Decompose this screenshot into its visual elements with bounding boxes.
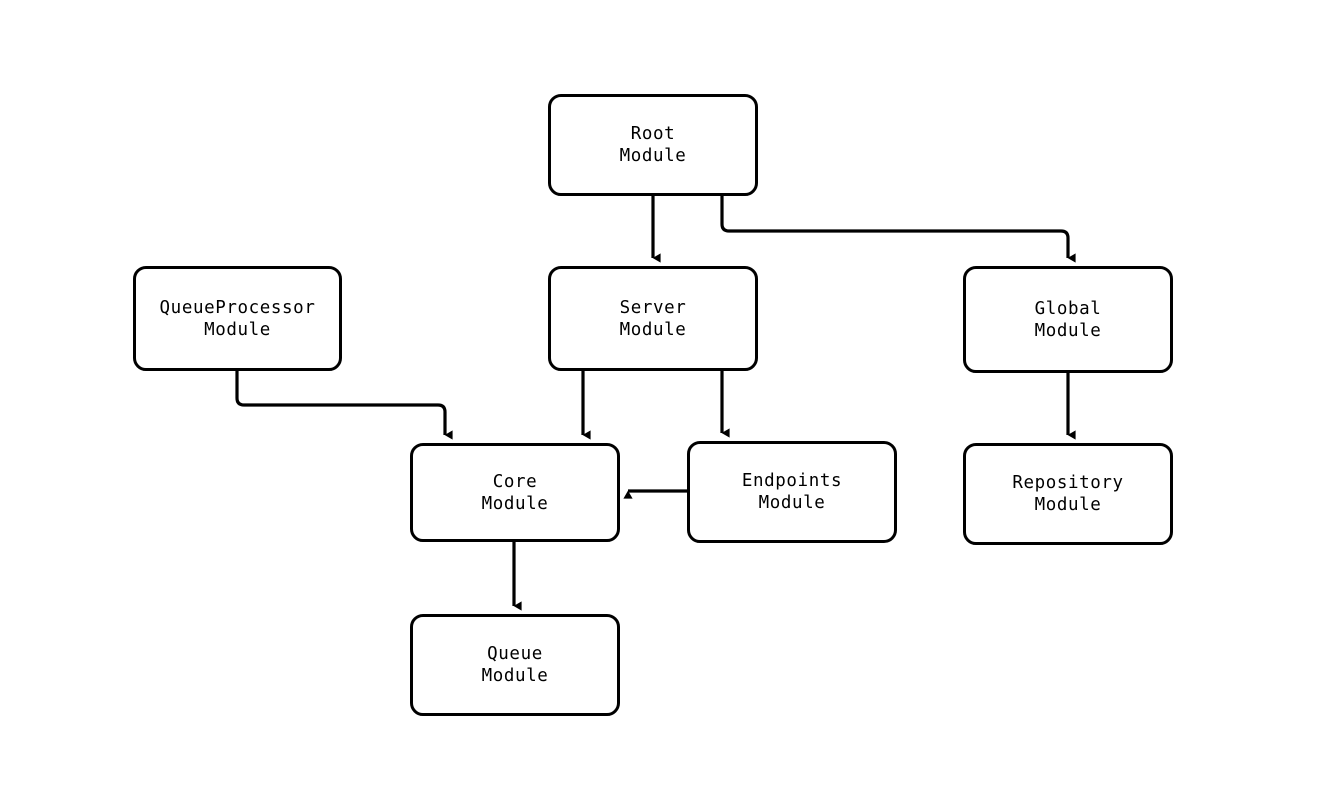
node-server-module-line2: Module [619, 319, 687, 340]
node-root-module-line2: Module [619, 146, 687, 166]
node-repository-module[interactable]: Repository Module [963, 443, 1173, 545]
node-global-module-line2: Module [1034, 320, 1102, 341]
node-core-module-line2: Module [481, 493, 549, 514]
node-core-module[interactable]: Core Module [410, 443, 620, 542]
node-root-module-line1: Root [630, 124, 676, 144]
node-queue-module-line1: Queue [487, 644, 543, 664]
node-global-module[interactable]: Global Module [963, 266, 1173, 373]
node-endpoints-module-line2: Module [758, 493, 826, 513]
node-queue-module[interactable]: Queue Module [410, 614, 620, 716]
node-queueprocessor-module-line1: QueueProcessor [159, 297, 316, 318]
node-queueprocessor-module-line2: Module [204, 319, 271, 340]
node-root-module[interactable]: Root Module [548, 94, 758, 196]
node-global-module-line1: Global [1034, 298, 1102, 319]
node-endpoints-module-line1: Endpoints [741, 471, 843, 491]
node-queue-module-line2: Module [481, 666, 549, 686]
node-server-module[interactable]: Server Module [548, 266, 758, 371]
node-core-module-line1: Core [492, 471, 538, 492]
node-server-module-line1: Server [619, 297, 687, 318]
edge-root-to-global [720, 196, 1076, 263]
node-endpoints-module[interactable]: Endpoints Module [687, 441, 897, 543]
node-repository-module-line1: Repository [1012, 473, 1124, 493]
node-repository-module-line2: Module [1034, 495, 1102, 515]
node-queueprocessor-module[interactable]: QueueProcessor Module [133, 266, 342, 371]
edge-queueprocessor-to-core [235, 371, 453, 440]
